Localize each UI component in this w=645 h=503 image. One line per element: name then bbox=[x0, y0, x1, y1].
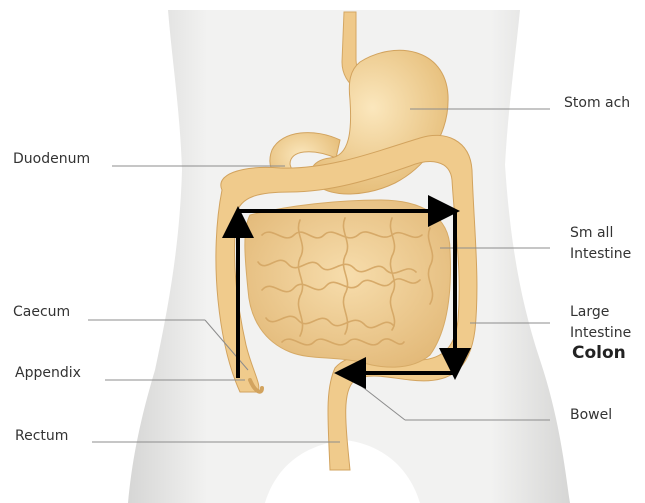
label-caecum: Caecum bbox=[13, 303, 70, 322]
label-bowel: Bowel bbox=[570, 406, 612, 425]
label-large-intestine-line1: Large bbox=[570, 303, 609, 322]
label-colon: Colon bbox=[572, 344, 626, 363]
label-large-intestine-line2: Intestine bbox=[570, 324, 631, 343]
label-stomach: Stom ach bbox=[564, 94, 630, 113]
label-appendix: Appendix bbox=[15, 364, 81, 383]
label-small-intestine-line1: Sm all bbox=[570, 224, 613, 243]
label-rectum: Rectum bbox=[15, 427, 68, 446]
label-duodenum: Duodenum bbox=[13, 150, 90, 169]
label-small-intestine-line2: Intestine bbox=[570, 245, 631, 264]
